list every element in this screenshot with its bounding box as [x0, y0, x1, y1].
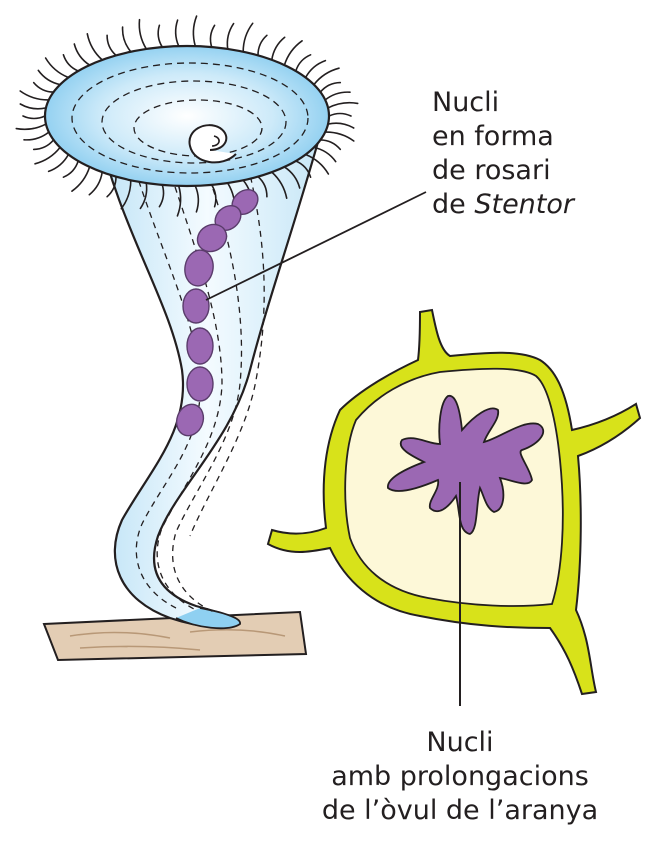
cilium	[34, 83, 54, 93]
cilium	[46, 58, 69, 78]
cilium	[49, 155, 69, 172]
cilium	[306, 61, 326, 78]
cilium	[314, 68, 339, 84]
cilium	[63, 55, 78, 71]
cilium	[72, 167, 90, 191]
stentor-label-line-4: de Stentor	[432, 188, 574, 222]
oral-disc	[45, 46, 329, 186]
cilium	[20, 91, 49, 100]
cilium	[74, 44, 89, 65]
spider-ovule-cell	[268, 310, 640, 694]
cilium	[329, 114, 351, 117]
cilium	[34, 140, 54, 150]
cilium	[328, 123, 354, 128]
cilium	[227, 24, 233, 49]
cilium	[139, 20, 146, 49]
cilium	[325, 92, 350, 100]
cilium	[20, 104, 46, 109]
cilium	[87, 34, 102, 60]
cilium	[38, 70, 60, 84]
cilium	[24, 132, 49, 140]
cilium	[107, 35, 116, 55]
cilium	[23, 116, 45, 119]
cilium	[193, 16, 196, 46]
stentor-label-line-3: de rosari	[432, 154, 574, 188]
spider-label-line-3: de l’òvul de l’aranya	[300, 794, 620, 828]
spider-label-line-2: amb prolongacions	[300, 760, 620, 794]
cilium	[320, 140, 340, 150]
stentor-nucleus-label: Nucli en forma de rosari de Stentor	[432, 86, 574, 222]
cilium	[16, 124, 46, 129]
stentor-label-line-2: en forma	[432, 120, 574, 154]
cilium	[296, 55, 311, 71]
cilium	[325, 132, 354, 141]
spider-label-line-1: Nucli	[300, 726, 620, 760]
cilium	[176, 20, 179, 46]
stentor-label-prefix: de	[432, 189, 474, 220]
cilium	[328, 103, 358, 108]
cilium	[258, 35, 267, 55]
cilium	[123, 27, 131, 52]
cilium	[89, 172, 102, 195]
cilium	[243, 23, 253, 51]
cilium	[210, 25, 214, 47]
stentor-genus-name: Stentor	[474, 189, 574, 220]
cilium	[63, 161, 78, 177]
cilium	[272, 37, 285, 60]
cilium	[35, 147, 60, 163]
stentor-label-line-1: Nucli	[432, 86, 574, 120]
cilium	[320, 83, 340, 93]
cilium	[284, 41, 302, 65]
cilium	[158, 25, 162, 47]
cilium	[314, 147, 336, 161]
spider-nucleus-label: Nucli amb prolongacions de l’òvul de l’a…	[300, 726, 620, 828]
